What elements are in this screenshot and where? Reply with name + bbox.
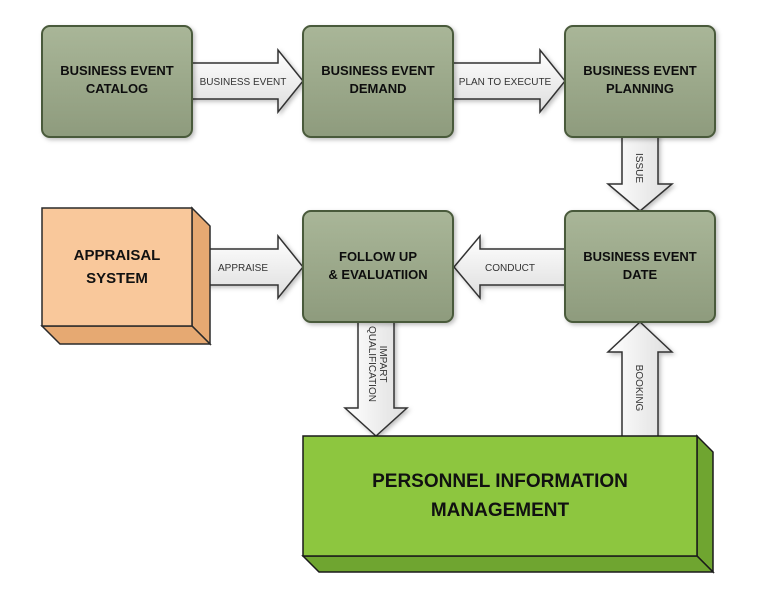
- arrow-label-plan-to-execute: PLAN TO EXECUTE: [459, 77, 552, 88]
- node-business-event-demand: BUSINESS EVENT DEMAND: [302, 25, 454, 138]
- arrow-business-event: BUSINESS EVENT: [183, 47, 304, 115]
- arrow-label-booking: BOOKING: [633, 365, 644, 412]
- node-label-line2: DATE: [623, 267, 658, 282]
- arrow-plan-to-execute: PLAN TO EXECUTE: [443, 47, 566, 115]
- arrow-label-business-event: BUSINESS EVENT: [200, 77, 287, 88]
- arrow-conduct: CONDUCT: [453, 233, 573, 301]
- arrow-issue: ISSUE: [605, 127, 675, 212]
- node-personnel-information-management: PERSONNEL INFORMATION MANAGEMENT: [301, 434, 715, 574]
- node-label-line1: BUSINESS EVENT: [583, 63, 696, 78]
- arrow-label-appraise: APPRAISE: [218, 263, 268, 274]
- node-appraisal-system: APPRAISAL SYSTEM: [40, 206, 212, 346]
- node-label-line1: FOLLOW UP: [339, 249, 417, 264]
- node-label-line1: BUSINESS EVENT: [321, 63, 434, 78]
- node-label-line2: SYSTEM: [86, 270, 148, 287]
- arrow-label-issue: ISSUE: [633, 153, 644, 183]
- arrow-label-qualification: QUALIFICATION: [366, 326, 377, 402]
- node-label-line2: DEMAND: [349, 81, 406, 96]
- node-business-event-planning: BUSINESS EVENT PLANNING: [564, 25, 716, 138]
- node-label-line2: CATALOG: [86, 81, 148, 96]
- node-label-line1: BUSINESS EVENT: [583, 249, 696, 264]
- arrow-label-conduct: CONDUCT: [485, 263, 535, 274]
- node-business-event-catalog: BUSINESS EVENT CATALOG: [41, 25, 193, 138]
- arrow-booking: BOOKING: [606, 320, 674, 445]
- arrow-label-impart: IMPART: [377, 346, 388, 383]
- node-label-line2: PLANNING: [606, 81, 674, 96]
- arrow-impart-qualification: IMPART QUALIFICATION: [343, 315, 409, 438]
- node-follow-up-evaluation: FOLLOW UP & EVALUATIION: [302, 210, 454, 323]
- node-label-line1: APPRAISAL: [74, 247, 161, 264]
- node-label-line2: & EVALUATIION: [328, 267, 427, 282]
- node-label-line1: BUSINESS EVENT: [60, 63, 173, 78]
- node-label-line1: PERSONNEL INFORMATION: [372, 471, 628, 492]
- node-business-event-date: BUSINESS EVENT DATE: [564, 210, 716, 323]
- node-label-line2: MANAGEMENT: [431, 500, 570, 521]
